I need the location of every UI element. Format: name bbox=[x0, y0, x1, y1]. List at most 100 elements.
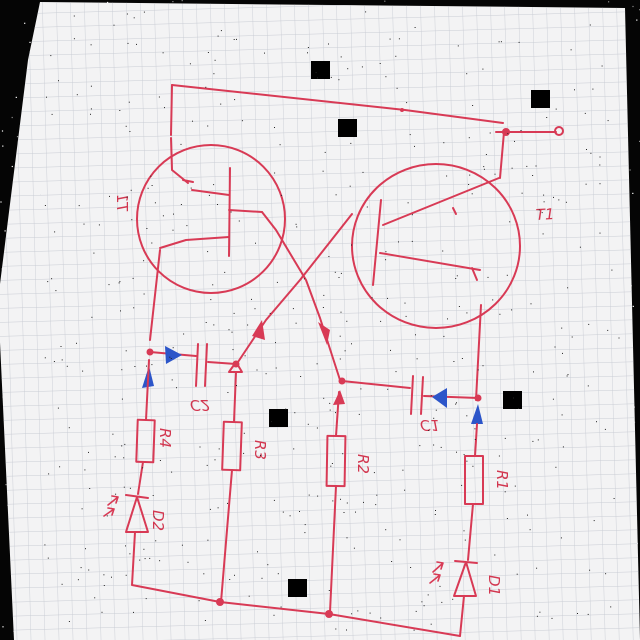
paper-speck bbox=[275, 342, 276, 344]
paper-speck bbox=[271, 421, 272, 423]
paper-speck bbox=[205, 86, 207, 88]
paper-speck bbox=[402, 469, 404, 471]
paper-speck bbox=[353, 547, 355, 549]
paper-speck bbox=[532, 440, 534, 442]
paper-speck bbox=[162, 52, 164, 54]
paper-speck bbox=[338, 79, 340, 81]
paper-speck bbox=[376, 494, 378, 496]
paper-speck bbox=[567, 287, 569, 289]
paper-speck bbox=[452, 598, 454, 600]
paper-speck bbox=[539, 611, 541, 613]
paper-speck bbox=[126, 196, 128, 198]
paper-speck bbox=[180, 143, 182, 145]
paper-speck bbox=[210, 299, 212, 301]
paper-speck bbox=[427, 594, 429, 596]
paper-speck bbox=[76, 342, 77, 344]
paper-speck bbox=[514, 485, 516, 487]
paper-speck bbox=[339, 358, 341, 360]
paper-speck bbox=[173, 213, 174, 215]
noise-speck bbox=[11, 116, 13, 119]
paper-speck bbox=[126, 13, 128, 15]
paper-speck bbox=[57, 407, 59, 409]
transistor-t1-label: T1 bbox=[113, 193, 131, 212]
paper-speck bbox=[344, 350, 346, 352]
paper-speck bbox=[607, 120, 609, 122]
paper-speck bbox=[340, 272, 342, 274]
paper-speck bbox=[366, 206, 368, 208]
paper-speck bbox=[558, 199, 560, 201]
paper-speck bbox=[430, 395, 432, 397]
noise-speck bbox=[15, 96, 17, 98]
paper-speck bbox=[234, 99, 236, 101]
paper-speck bbox=[47, 281, 49, 283]
paper-speck bbox=[380, 617, 382, 619]
paper-speck bbox=[88, 451, 89, 453]
paper-speck bbox=[587, 385, 589, 387]
noise-speck bbox=[181, 0, 183, 2]
paper-speck bbox=[463, 454, 465, 456]
paper-speck bbox=[406, 102, 408, 104]
paper-speck bbox=[227, 502, 228, 504]
paper-speck bbox=[435, 409, 437, 411]
paper-speck bbox=[53, 361, 55, 362]
paper-speck bbox=[171, 379, 173, 381]
paper-speck bbox=[411, 214, 413, 216]
paper-speck bbox=[349, 185, 351, 187]
paper-speck bbox=[123, 486, 125, 488]
paper-speck bbox=[373, 472, 375, 474]
paper-speck bbox=[360, 388, 362, 390]
paper-speck bbox=[170, 358, 172, 359]
paper-speck bbox=[599, 232, 601, 234]
paper-speck bbox=[571, 336, 573, 338]
branch-r4-d2: R4 D2 bbox=[103, 348, 221, 603]
noise-speck bbox=[1, 130, 4, 132]
paper-speck bbox=[241, 120, 243, 122]
paper-speck bbox=[322, 307, 324, 308]
paper-speck bbox=[149, 557, 151, 559]
paper-speck bbox=[207, 52, 209, 53]
paper-speck bbox=[151, 242, 153, 244]
paper-speck bbox=[351, 244, 352, 246]
paper-speck bbox=[506, 274, 508, 276]
noise-speck bbox=[11, 165, 13, 168]
paper-speck bbox=[214, 459, 216, 461]
paper-speck bbox=[456, 451, 457, 453]
paper-speck bbox=[553, 196, 554, 198]
paper-speck bbox=[358, 413, 360, 415]
paper-speck bbox=[332, 500, 334, 502]
paper-speck bbox=[233, 312, 235, 314]
paper-speck bbox=[132, 277, 134, 279]
paper-speck bbox=[389, 38, 391, 40]
paper-speck bbox=[328, 256, 330, 257]
paper-speck bbox=[414, 27, 416, 28]
capacitor-c2: C2 bbox=[149, 343, 237, 414]
paper-speck bbox=[317, 495, 319, 497]
paper-speck bbox=[129, 131, 131, 132]
paper-speck bbox=[236, 385, 237, 386]
paper-speck bbox=[371, 297, 373, 299]
paper-speck bbox=[206, 464, 208, 466]
capacitor-c1-label: C1 bbox=[420, 416, 440, 434]
paper-speck bbox=[439, 585, 441, 587]
paper-speck bbox=[123, 457, 125, 459]
paper-speck bbox=[533, 371, 534, 373]
paper-speck bbox=[463, 530, 465, 532]
paper-speck bbox=[551, 617, 553, 619]
paper-speck bbox=[264, 52, 265, 54]
paper-speck bbox=[44, 544, 46, 546]
paper-speck bbox=[464, 539, 466, 541]
paper-speck bbox=[507, 133, 509, 135]
paper-speck bbox=[421, 601, 423, 603]
paper-speck bbox=[554, 346, 556, 348]
paper-speck bbox=[329, 409, 331, 411]
paper-speck bbox=[115, 493, 117, 495]
paper-speck bbox=[340, 498, 341, 500]
paper-speck bbox=[610, 606, 612, 608]
paper-speck bbox=[474, 439, 476, 440]
paper-speck bbox=[276, 281, 278, 283]
paper-speck bbox=[234, 574, 235, 576]
paper-speck bbox=[433, 417, 435, 419]
paper-speck bbox=[565, 201, 567, 203]
paper-speck bbox=[588, 323, 590, 325]
